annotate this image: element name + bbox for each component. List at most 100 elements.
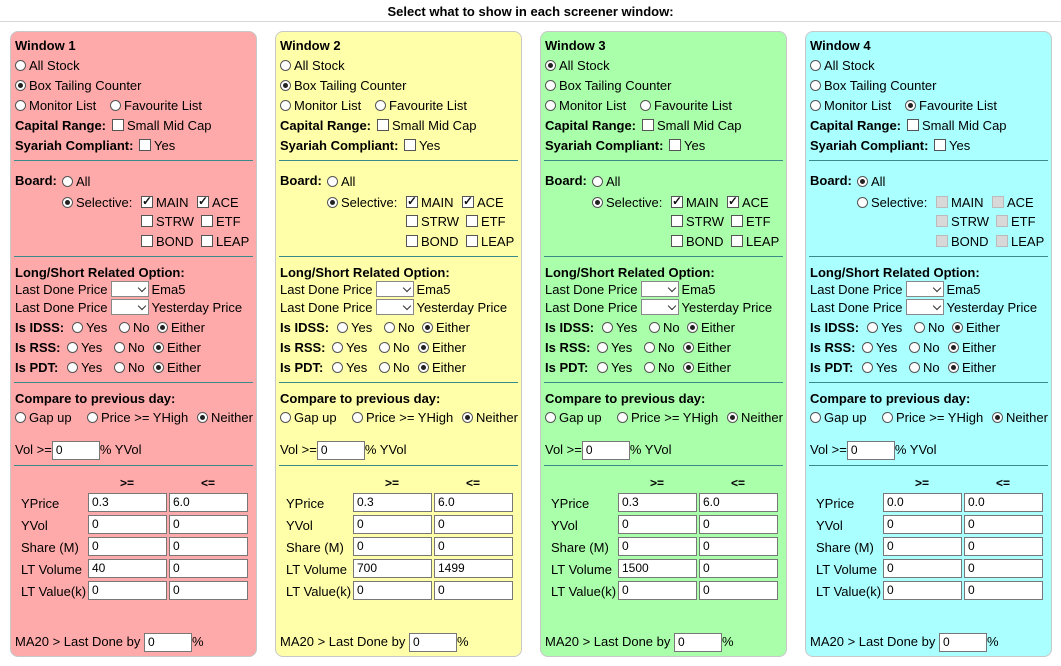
option-board-all[interactable]: All: [327, 174, 355, 189]
radio-pdt-either[interactable]: [948, 362, 959, 373]
option-board-selective[interactable]: Selective:: [62, 195, 132, 210]
lt-value-max-input[interactable]: 0: [964, 581, 1043, 600]
rss-no[interactable]: No: [379, 340, 410, 355]
lt-volume-min-input[interactable]: 1500: [618, 559, 697, 578]
radio-pdt-no[interactable]: [379, 362, 390, 373]
operator-select[interactable]: [110, 281, 149, 297]
board-etf[interactable]: ETF: [201, 214, 241, 229]
checkbox-small-mid-cap[interactable]: [377, 119, 389, 131]
compare-neither[interactable]: Neither: [197, 410, 253, 425]
operator-select[interactable]: [375, 281, 414, 297]
option-all-stock[interactable]: All Stock: [15, 58, 80, 73]
checkbox-board-main[interactable]: [406, 194, 418, 208]
radio-board-selective[interactable]: [327, 197, 338, 208]
pdt-no[interactable]: No: [379, 360, 410, 375]
option-syariah-yes[interactable]: Yes: [139, 138, 175, 153]
option-monitor-list[interactable]: Monitor List: [15, 98, 96, 113]
radio-board-all[interactable]: [857, 176, 868, 187]
radio-neither[interactable]: [462, 412, 473, 423]
idss-yes[interactable]: Yes: [867, 320, 902, 335]
yprice-min-input[interactable]: 0.3: [353, 493, 432, 512]
radio-monitor-list[interactable]: [810, 100, 821, 111]
pdt-yes[interactable]: Yes: [332, 360, 367, 375]
compare-price-yhigh[interactable]: Price >= YHigh: [882, 410, 983, 425]
board-strw[interactable]: STRW: [671, 214, 724, 229]
yvol-min-input[interactable]: 0: [883, 515, 962, 534]
yprice-min-input[interactable]: 0.0: [883, 493, 962, 512]
board-strw[interactable]: STRW: [406, 214, 459, 229]
radio-favourite-list[interactable]: [905, 100, 916, 111]
option-box-tailing[interactable]: Box Tailing Counter: [15, 78, 142, 93]
checkbox-board-strw[interactable]: [141, 215, 153, 227]
checkbox-small-mid-cap[interactable]: [642, 119, 654, 131]
radio-gap-up[interactable]: [810, 412, 821, 423]
radio-pdt-yes[interactable]: [597, 362, 608, 373]
board-leap[interactable]: LEAP: [466, 234, 514, 249]
radio-rss-no[interactable]: [644, 342, 655, 353]
radio-rss-either[interactable]: [683, 342, 694, 353]
option-monitor-list[interactable]: Monitor List: [545, 98, 626, 113]
radio-favourite-list[interactable]: [640, 100, 651, 111]
compare-gap-up[interactable]: Gap up: [545, 410, 602, 425]
share-max-input[interactable]: 0: [434, 537, 513, 556]
radio-price-yhigh[interactable]: [87, 412, 98, 423]
checkbox-board-strw[interactable]: [406, 215, 418, 227]
idss-either[interactable]: Either: [687, 320, 735, 335]
radio-pdt-either[interactable]: [153, 362, 164, 373]
lt-volume-min-input[interactable]: 40: [88, 559, 167, 578]
checkbox-board-strw[interactable]: [936, 215, 948, 227]
radio-idss-no[interactable]: [119, 322, 130, 333]
board-ace[interactable]: ACE: [197, 194, 239, 210]
board-leap[interactable]: LEAP: [731, 234, 779, 249]
radio-neither[interactable]: [197, 412, 208, 423]
option-board-all[interactable]: All: [857, 174, 885, 189]
lt-value-max-input[interactable]: 0: [169, 581, 248, 600]
checkbox-board-etf[interactable]: [466, 215, 478, 227]
operator-select[interactable]: [905, 299, 944, 315]
lt-value-max-input[interactable]: 0: [699, 581, 778, 600]
option-all-stock[interactable]: All Stock: [810, 58, 875, 73]
board-main[interactable]: MAIN: [671, 194, 719, 210]
ma20-input[interactable]: 0: [144, 633, 193, 652]
option-small-mid-cap[interactable]: Small Mid Cap: [642, 118, 742, 133]
board-main[interactable]: MAIN: [406, 194, 454, 210]
board-etf[interactable]: ETF: [466, 214, 506, 229]
yprice-min-input[interactable]: 0.3: [618, 493, 697, 512]
vol-input[interactable]: 0: [846, 441, 895, 460]
radio-rss-no[interactable]: [114, 342, 125, 353]
pdt-either[interactable]: Either: [418, 360, 466, 375]
rss-either[interactable]: Either: [948, 340, 996, 355]
yvol-min-input[interactable]: 0: [618, 515, 697, 534]
checkbox-board-leap[interactable]: [466, 235, 478, 247]
rss-no[interactable]: No: [114, 340, 145, 355]
radio-all-stock[interactable]: [810, 60, 821, 71]
checkbox-board-strw[interactable]: [671, 215, 683, 227]
radio-favourite-list[interactable]: [110, 100, 121, 111]
board-strw[interactable]: STRW: [141, 214, 194, 229]
lt-value-min-input[interactable]: 0: [618, 581, 697, 600]
pdt-either[interactable]: Either: [153, 360, 201, 375]
radio-favourite-list[interactable]: [375, 100, 386, 111]
checkbox-board-ace[interactable]: [462, 194, 474, 208]
radio-pdt-no[interactable]: [909, 362, 920, 373]
option-syariah-yes[interactable]: Yes: [934, 138, 970, 153]
radio-idss-either[interactable]: [422, 322, 433, 333]
compare-neither[interactable]: Neither: [992, 410, 1048, 425]
operator-select[interactable]: [375, 299, 414, 315]
radio-pdt-no[interactable]: [114, 362, 125, 373]
rss-no[interactable]: No: [909, 340, 940, 355]
radio-price-yhigh[interactable]: [352, 412, 363, 423]
radio-rss-yes[interactable]: [67, 342, 78, 353]
radio-board-selective[interactable]: [857, 197, 868, 208]
vol-input[interactable]: 0: [581, 441, 630, 460]
share-max-input[interactable]: 0: [169, 537, 248, 556]
checkbox-board-etf[interactable]: [996, 215, 1008, 227]
yprice-max-input[interactable]: 0.0: [964, 493, 1043, 512]
radio-pdt-yes[interactable]: [332, 362, 343, 373]
radio-neither[interactable]: [727, 412, 738, 423]
ma20-input[interactable]: 0: [674, 633, 723, 652]
lt-volume-min-input[interactable]: 0: [883, 559, 962, 578]
vol-input[interactable]: 0: [316, 441, 365, 460]
radio-idss-yes[interactable]: [867, 322, 878, 333]
rss-yes[interactable]: Yes: [597, 340, 632, 355]
